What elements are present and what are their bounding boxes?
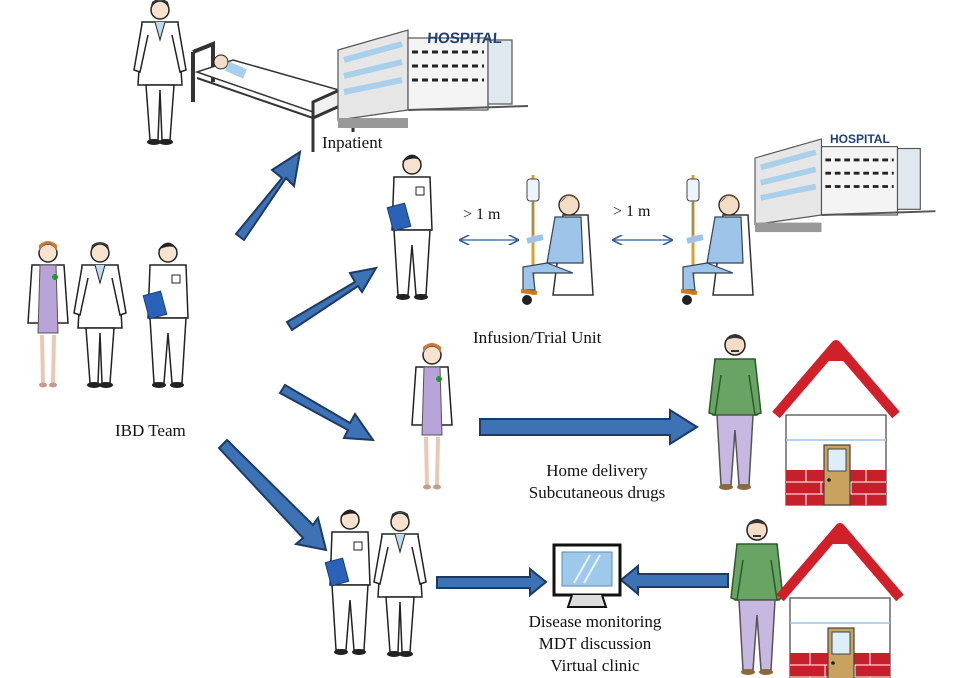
inpatient-doctor-figure xyxy=(133,0,187,146)
hospital-building-icon-2 xyxy=(755,139,936,232)
inpatient-label: Inpatient xyxy=(322,132,382,154)
infusion-label: Infusion/Trial Unit xyxy=(473,327,601,349)
pharmacist-figure xyxy=(26,239,70,390)
house-icon-2 xyxy=(780,526,900,678)
infusion-label-line: Infusion/Trial Unit xyxy=(473,328,602,347)
home-patient-figure xyxy=(708,333,762,491)
arrow-to-inpatient xyxy=(234,149,302,242)
arrow-team-to-monitor xyxy=(436,566,548,598)
virtual-patient-figure xyxy=(730,518,784,676)
home-delivery-line-2: Subcutaneous drugs xyxy=(528,483,666,502)
virtual-doctor-figure xyxy=(373,510,427,658)
inpatient-label-line: Inpatient xyxy=(322,133,383,152)
virtual-clinic-label: Disease monitoring MDT discussion Virtua… xyxy=(510,611,680,677)
home-delivery-line-1: Home delivery xyxy=(546,461,648,480)
virtual-clinic-line-1: Disease monitoring xyxy=(528,612,662,631)
ibd-team-group xyxy=(26,239,189,390)
infusion-nurse-figure xyxy=(386,153,433,301)
nurse-figure xyxy=(142,241,189,389)
home-pharmacist-figure xyxy=(410,341,454,492)
arrow-to-home-delivery xyxy=(278,383,376,442)
arrow-pharmacist-to-home xyxy=(479,408,699,446)
doctor-figure xyxy=(73,241,127,389)
inpatient-cluster xyxy=(133,0,528,152)
ibd-team-label: IBD Team xyxy=(115,421,186,440)
distance-label-1: > 1 m xyxy=(463,206,501,223)
arrow-patient-to-monitor xyxy=(619,563,729,597)
computer-monitor-icon xyxy=(552,543,622,609)
home-delivery-label: Home delivery Subcutaneous drugs xyxy=(512,460,682,504)
infusion-patient-2 xyxy=(681,175,753,305)
arrow-to-virtual xyxy=(217,438,328,552)
hospital-sign-2: HOSPITAL xyxy=(830,132,890,146)
infusion-cluster xyxy=(386,139,936,305)
flow-arrows xyxy=(217,149,729,598)
hospital-sign: HOSPITAL xyxy=(427,30,503,47)
house-icon xyxy=(776,343,896,505)
virtual-clinic-line-2: MDT discussion xyxy=(538,634,652,653)
distance-label-2: > 1 m xyxy=(613,203,651,220)
virtual-clinic-line-3: Virtual clinic xyxy=(550,656,640,675)
arrow-to-infusion xyxy=(285,266,378,332)
virtual-nurse-figure xyxy=(324,508,371,656)
infusion-patient-1 xyxy=(521,175,593,305)
